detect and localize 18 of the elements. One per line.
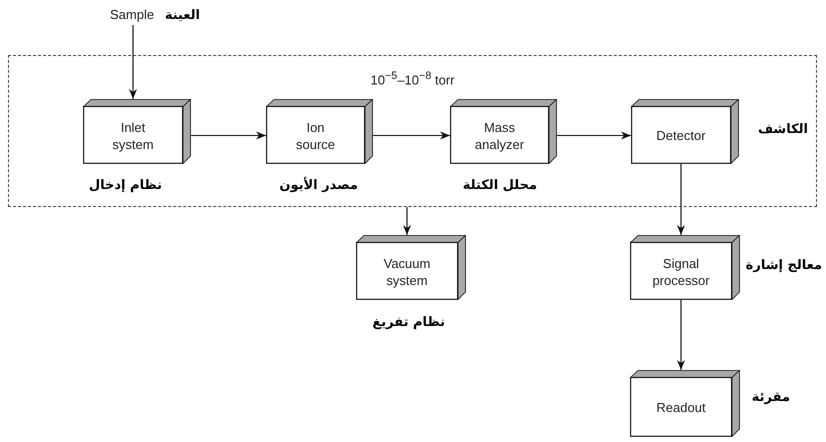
arabic-label: العينة bbox=[164, 8, 200, 23]
vacuum-region bbox=[8, 55, 817, 207]
arabic-label: مقرئة bbox=[752, 390, 790, 405]
arabic-label: نظام تفريغ bbox=[372, 315, 445, 330]
arrow bbox=[129, 25, 137, 99]
arrow bbox=[677, 300, 685, 370]
input-label: Sample bbox=[110, 7, 154, 22]
arabic-label: الكاشف bbox=[758, 122, 808, 137]
arabic-label: معالج إشارة bbox=[746, 258, 822, 273]
arrow bbox=[557, 132, 631, 140]
arrow bbox=[373, 132, 450, 140]
pressure-label: 10$^{−5}$–10$^{−8}$ torr bbox=[369, 70, 456, 88]
arabic-label: محلل الكتلة bbox=[462, 178, 537, 193]
arrow bbox=[677, 164, 685, 235]
arabic-label: نظام إدخال bbox=[88, 178, 162, 193]
arrow bbox=[191, 132, 266, 140]
arabic-label: مصدر الأيون bbox=[279, 178, 358, 193]
arrow bbox=[403, 207, 411, 235]
